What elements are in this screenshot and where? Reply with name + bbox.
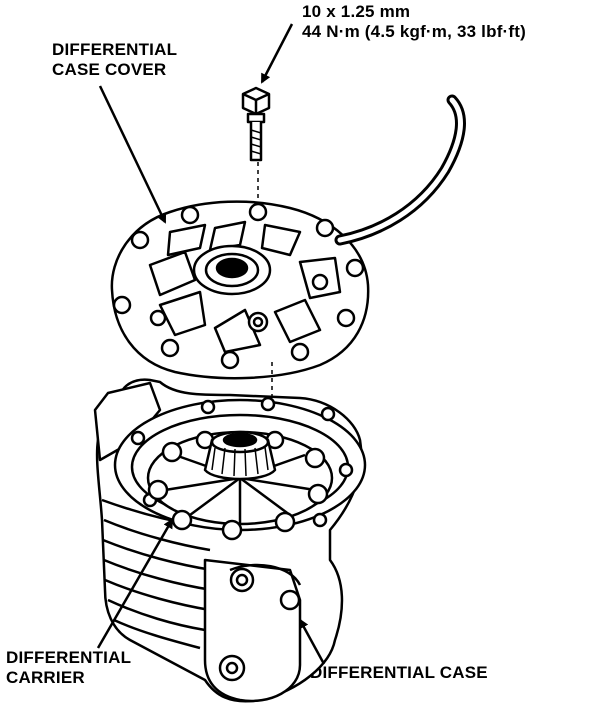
leader-arrows <box>96 23 326 665</box>
differential-case-label: DIFFERENTIAL CASE <box>310 663 488 683</box>
bolt-size-text: 10 x 1.25 mm <box>302 2 411 21</box>
bolt-torque-text: 44 N·m (4.5 kgf·m, 33 lbf·ft) <box>302 22 526 41</box>
bolt-torque-spec: 10 x 1.25 mm 44 N·m (4.5 kgf·m, 33 lbf·f… <box>302 2 526 42</box>
case-label-text: DIFFERENTIAL CASE <box>310 663 488 682</box>
differential-case-body <box>93 378 367 703</box>
differential-case-cover-label: DIFFERENTIAL CASE COVER <box>52 40 177 80</box>
differential-carrier-label: DIFFERENTIAL CARRIER <box>6 648 131 688</box>
bolt <box>241 86 271 162</box>
cover-label-line1: DIFFERENTIAL <box>52 40 178 59</box>
case-arrow <box>298 618 326 665</box>
alignment-lines <box>257 162 273 400</box>
cover-label-line2: CASE COVER <box>52 60 167 79</box>
cover-arrow <box>98 85 167 224</box>
differential-case-cover <box>110 200 370 380</box>
differential-carrier <box>146 430 334 541</box>
bolt-spec-arrow <box>260 23 294 84</box>
carrier-arrow <box>96 518 174 649</box>
carrier-label-line2: CARRIER <box>6 668 85 687</box>
carrier-label-line1: DIFFERENTIAL <box>6 648 132 667</box>
